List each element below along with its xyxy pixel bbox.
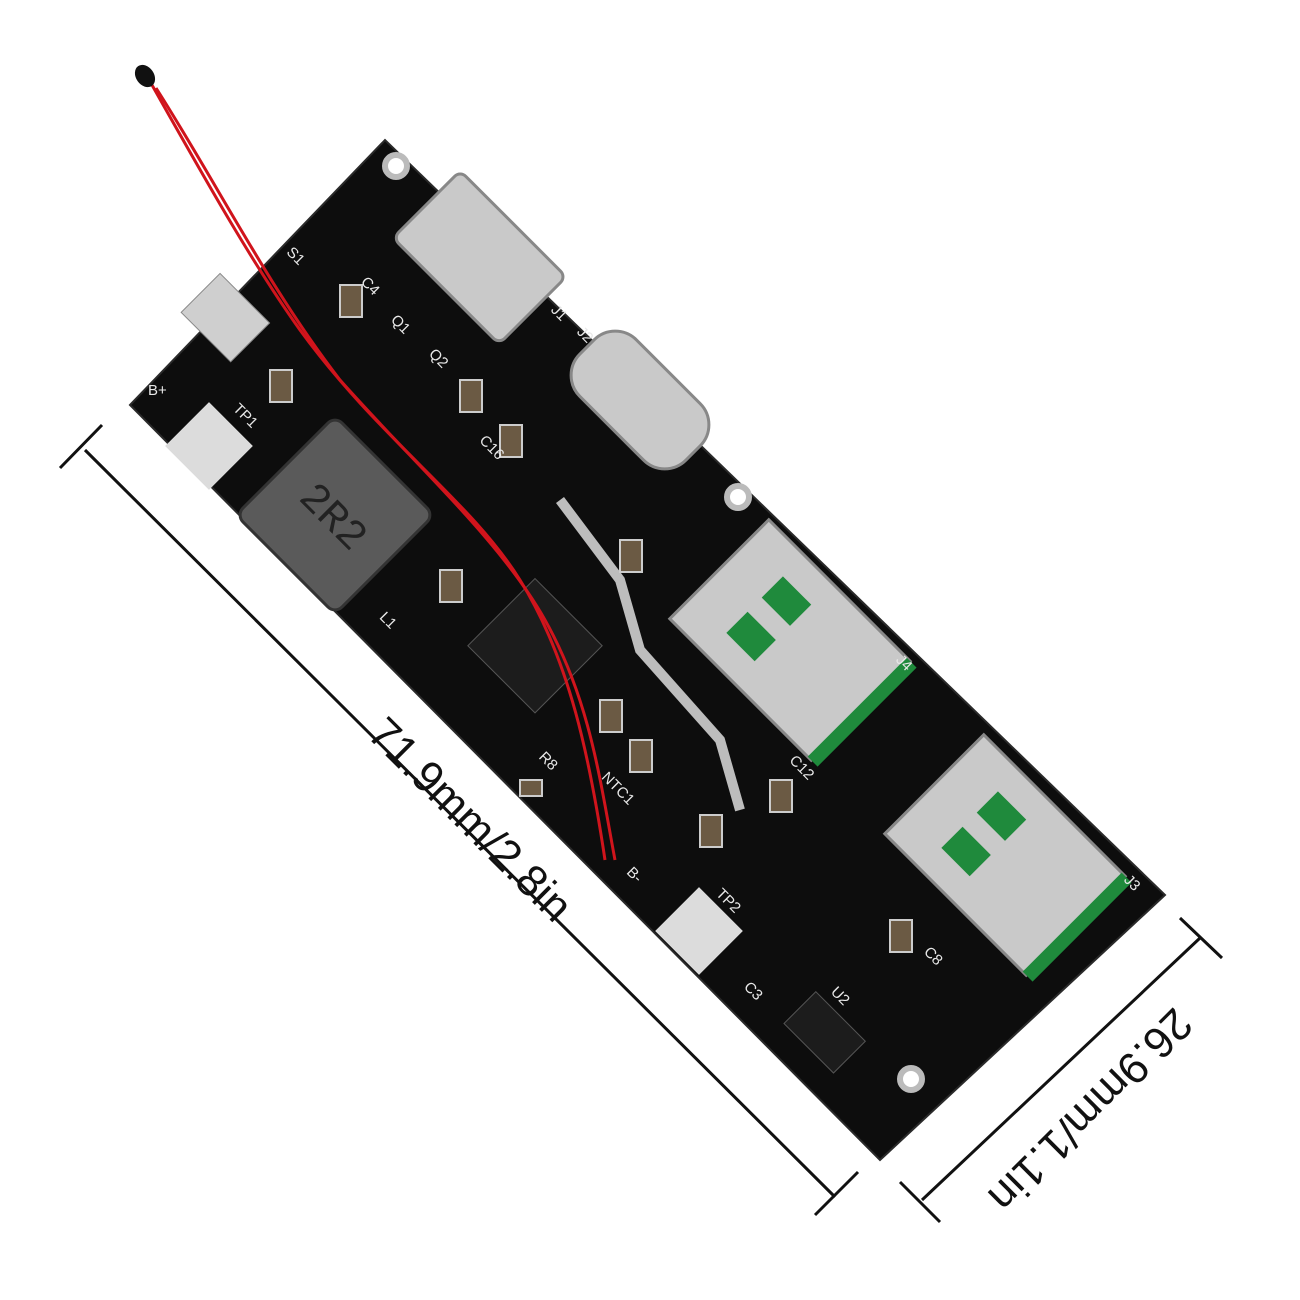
label-b-plus: B+ xyxy=(148,382,167,399)
width-dimension xyxy=(898,916,1224,1224)
pcb-trace xyxy=(556,497,745,812)
inductor-l1: 2R2 xyxy=(238,418,432,612)
usb-a-port-j3 xyxy=(882,732,1132,982)
smd-components xyxy=(269,284,913,953)
test-pad-tp2 xyxy=(655,887,743,975)
usb-a-port-j4 xyxy=(667,517,917,767)
chip-u2 xyxy=(783,990,867,1074)
pcb-board xyxy=(128,138,1167,1162)
mounting-holes xyxy=(382,152,925,1093)
usb-c-port-j2 xyxy=(569,329,711,471)
thermistor-bead xyxy=(134,64,156,88)
usb-c-port-j1 xyxy=(394,172,565,343)
length-dimension xyxy=(58,423,860,1217)
test-pad-tp1 xyxy=(165,402,253,490)
ntc-thermistor-wire xyxy=(150,84,617,861)
switch-s1 xyxy=(180,272,271,363)
controller-chip xyxy=(467,577,603,714)
